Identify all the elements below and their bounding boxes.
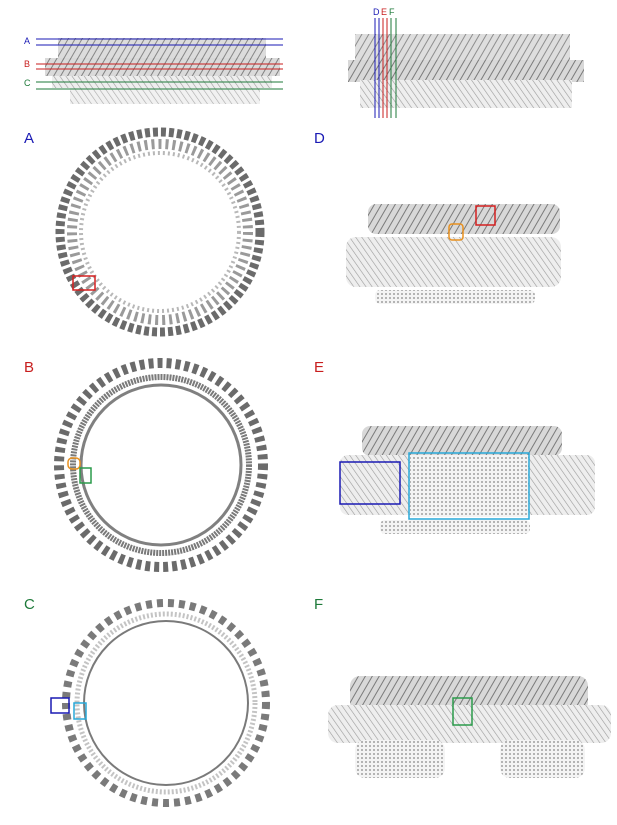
highlight-box-blue-e <box>339 461 401 505</box>
panel-label-f: F <box>314 596 324 613</box>
panel-label-c: C <box>24 596 35 613</box>
side-view-overview <box>36 38 283 104</box>
section-label-c: C <box>24 78 31 88</box>
panel-label-d: D <box>314 130 325 147</box>
panel-label-a: A <box>24 130 35 147</box>
slab-section-e <box>339 426 595 534</box>
highlight-box-green-f <box>452 697 473 726</box>
highlight-box-orange-d <box>448 223 464 241</box>
highlight-box-cyan-c <box>73 702 87 720</box>
panel-label-e: E <box>314 359 325 376</box>
highlight-box-blue-c <box>50 697 70 714</box>
highlight-box-orange-b <box>67 457 81 470</box>
ring-section-c <box>50 599 270 807</box>
section-label-f: F <box>389 7 395 17</box>
highlight-box-green-b <box>79 467 92 484</box>
highlight-box-red-d <box>475 205 496 226</box>
panel-label-b: B <box>24 359 35 376</box>
highlight-box-red-a <box>72 275 96 291</box>
section-label-d: D <box>373 7 380 17</box>
section-label-b: B <box>24 59 31 69</box>
top-view-overview <box>348 18 584 118</box>
section-label-e: E <box>381 7 388 17</box>
highlight-box-cyan-e <box>408 452 530 520</box>
slab-section-d <box>346 204 561 304</box>
slab-section-f <box>328 676 611 778</box>
section-label-a: A <box>24 36 31 46</box>
ring-section-a <box>55 127 265 337</box>
ring-section-b <box>54 358 268 572</box>
